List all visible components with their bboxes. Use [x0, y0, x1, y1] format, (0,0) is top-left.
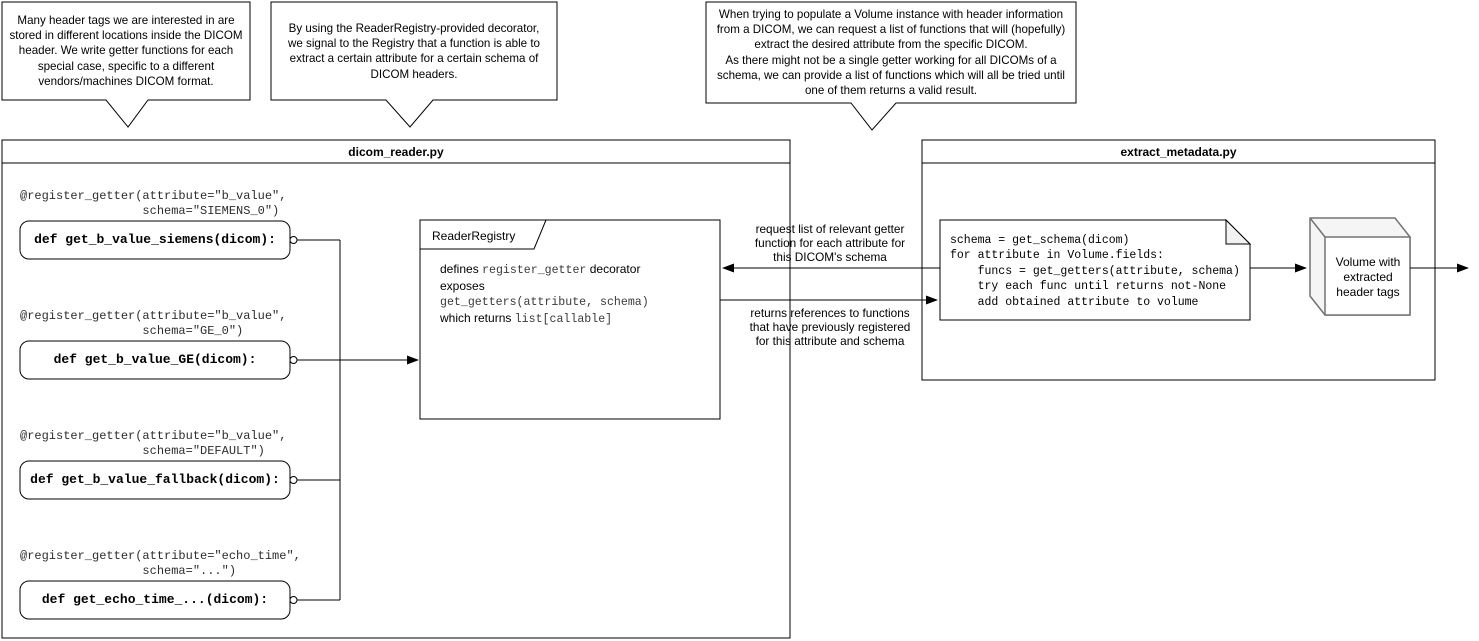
reader-registry-frame — [419, 219, 721, 420]
getter-signature-echo-time: def get_echo_time_...(dicom): — [41, 592, 269, 607]
decorator-ge: @register_getter(attribute="b_value", sc… — [20, 309, 287, 338]
extract-metadata-title: extract_metadata.py — [1120, 145, 1237, 159]
callout-getters-note: Many header tags we are interested in ar… — [9, 14, 243, 88]
decorator-echo-time: @register_getter(attribute="echo_time", … — [20, 549, 301, 578]
extract-code-note — [939, 218, 1252, 321]
registry-line-get-getters: get_getters(attribute, schema) — [440, 296, 649, 310]
getter-signature-ge: def get_b_value_GE(dicom): — [53, 352, 257, 367]
getter-signature-fallback: def get_b_value_fallback(dicom): — [30, 472, 280, 487]
registry-line-exposes: exposes — [440, 278, 485, 293]
getter-box-siemens — [19, 220, 291, 260]
decorator-siemens: @register_getter(attribute="b_value", sc… — [20, 189, 287, 218]
extract-code-text: schema = get_schema(dicom) for attribute… — [950, 234, 1240, 309]
connector-dot — [289, 476, 298, 484]
note-folded-corner — [1225, 218, 1252, 245]
registry-arrowhead — [407, 355, 419, 365]
callout-3-bubble — [705, 1, 1077, 131]
decorator-fallback: @register_getter(attribute="b_value", sc… — [20, 429, 287, 458]
reader-registry-title-tab — [420, 219, 547, 250]
callout-1-bubble — [1, 1, 251, 128]
reader-registry-title: ReaderRegistry — [432, 229, 516, 243]
getter-box-echo-time — [19, 580, 291, 620]
note-to-volume-arrow — [1250, 263, 1307, 273]
connector-dot — [289, 356, 298, 364]
callout-volume-note: When trying to populate a Volume instanc… — [716, 8, 1066, 98]
registry-line-returns: which returns list[callable] — [440, 310, 613, 326]
connector-dots — [289, 236, 298, 604]
volume-cube — [1309, 217, 1411, 316]
registry-line-defines: defines register_getter decorator — [440, 262, 641, 277]
callout-decorator-note: By using the ReaderRegistry-provided dec… — [288, 22, 540, 81]
connector-dot — [289, 596, 298, 604]
reader-registry-body: defines register_getter decorator expose… — [440, 262, 708, 327]
getter-box-ge — [19, 340, 291, 380]
getter-signature-siemens: def get_b_value_siemens(dicom): — [34, 232, 276, 247]
getter-boxes — [19, 220, 291, 620]
returns-arrow-label: returns references to functions that hav… — [749, 306, 911, 349]
getter-box-fallback — [19, 460, 291, 500]
returns-arrow — [720, 295, 938, 305]
volume-box-label: Volume with extracted header tags — [1335, 255, 1401, 299]
request-arrow-label: request list of relevant getter function… — [754, 222, 906, 265]
dicom-reader-title: dicom_reader.py — [348, 145, 444, 159]
request-arrow — [722, 263, 940, 273]
getter-connector-lines — [297, 239, 408, 601]
connector-dot — [289, 236, 298, 244]
volume-output-arrow — [1410, 263, 1469, 273]
callout-2-bubble — [270, 1, 558, 128]
